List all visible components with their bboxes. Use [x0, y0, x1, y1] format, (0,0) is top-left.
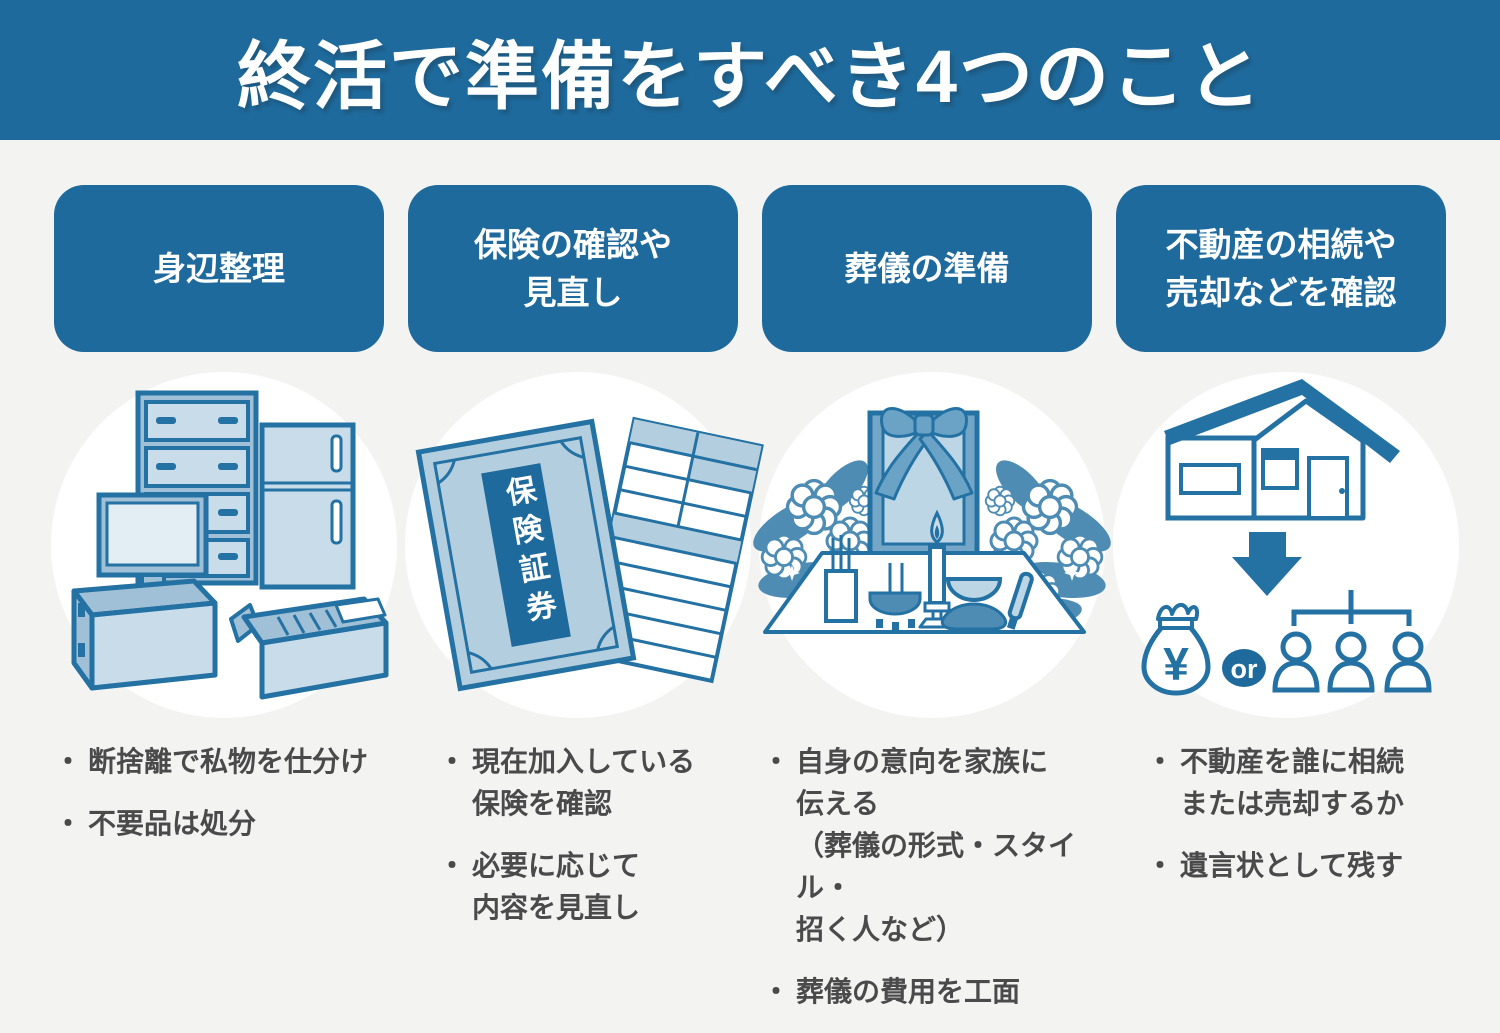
storage-box-icon [229, 596, 389, 700]
illustration-circle: ¥ or [1113, 370, 1459, 718]
bullet-item: ・ 自身の意向を家族に 伝える （葬儀の形式・スタイル・ 招く人など） [762, 741, 1092, 951]
down-arrow-icon [1232, 532, 1302, 596]
orin-bell-icon [940, 577, 1008, 631]
refrigerator-icon [259, 422, 356, 590]
funeral-illustration [753, 407, 1111, 634]
bullet-text: 遺言状として残す [1180, 850, 1404, 881]
cardboard-box-icon [71, 578, 218, 691]
bell-striker-icon [1006, 571, 1034, 630]
insurance-certificate-icon [415, 418, 637, 692]
bullet-text: 不要品は処分 [88, 808, 257, 839]
bullet-item: ・ 葬儀の費用を工面 [762, 971, 1092, 1013]
column-header-label: 保険の確認や 見直し [474, 225, 672, 311]
column-header: 葬儀の準備 [762, 185, 1092, 352]
column-header: 不動産の相続や 売却などを確認 [1116, 185, 1446, 352]
bullet-dot: ・ [1146, 746, 1175, 777]
bullet-text: 不動産を誰に相続 または売却するか [1180, 746, 1405, 819]
bullet-text: 断捨離で私物を仕分け [88, 746, 369, 777]
bullet-dot: ・ [762, 976, 791, 1007]
yen-symbol: ¥ [1163, 638, 1189, 690]
bullet-dot: ・ [438, 850, 467, 881]
bullet-text: 自身の意向を家族に 伝える （葬儀の形式・スタイル・ 招く人など） [796, 746, 1077, 945]
bullet-list: ・ 自身の意向を家族に 伝える （葬儀の形式・スタイル・ 招く人など） ・ 葬儀… [762, 741, 1092, 1013]
incense-icon [824, 535, 922, 631]
belongings-illustration [71, 390, 389, 700]
bullet-list: ・ 断捨離で私物を仕分け ・ 不要品は処分 [54, 741, 384, 845]
bullet-item: ・ 不要品は処分 [54, 803, 384, 845]
money-bag-icon: ¥ [1141, 602, 1211, 696]
illustration-circle: 保険証券 [405, 370, 764, 718]
house-icon [1164, 379, 1400, 521]
bullet-text: 必要に応じて 内容を見直し [472, 850, 641, 923]
column-header: 身辺整理 [54, 185, 384, 352]
columns-container: 身辺整理 [0, 140, 1500, 1033]
bullet-item: ・ 断捨離で私物を仕分け [54, 741, 384, 783]
real-estate-illustration: ¥ or [1141, 379, 1432, 696]
monitor-icon [96, 492, 209, 596]
bullet-dot: ・ [762, 746, 791, 777]
page-title: 終活で準備をすべき4つのこと [237, 34, 1263, 118]
bullet-list: ・ 不動産を誰に相続 または売却するか ・ 遺言状として残す [1116, 741, 1446, 887]
bullet-item: ・ 遺言状として残す [1146, 845, 1446, 887]
bullet-item: ・ 現在加入している 保険を確認 [438, 741, 738, 825]
column-insurance: 保険の確認や 見直し [405, 185, 764, 1033]
column-header-label: 身辺整理 [153, 249, 285, 287]
illustration-circle [51, 370, 397, 718]
or-label: or [1231, 654, 1258, 684]
bullet-text: 現在加入している 保険を確認 [472, 746, 696, 819]
bullet-item: ・ 不動産を誰に相続 または売却するか [1146, 741, 1446, 825]
insurance-illustration [415, 416, 764, 692]
bullet-item: ・ 必要に応じて 内容を見直し [438, 845, 738, 929]
column-header: 保険の確認や 見直し [408, 185, 738, 352]
illustration-circle [753, 370, 1111, 718]
column-funeral: 葬儀の準備 [753, 185, 1111, 1033]
title-banner: 終活で準備をすべき4つのこと [0, 0, 1500, 140]
policy-document-icon [582, 416, 764, 684]
heirs-icon [1272, 631, 1432, 693]
bullet-text: 葬儀の費用を工面 [796, 976, 1021, 1007]
family-bracket-icon [1291, 590, 1412, 626]
column-header-label: 葬儀の準備 [844, 249, 1010, 287]
bullet-dot: ・ [1146, 850, 1175, 881]
bullet-dot: ・ [438, 746, 467, 777]
or-badge: or [1222, 649, 1266, 687]
column-header-label: 不動産の相続や 売却などを確認 [1165, 225, 1397, 311]
bullet-dot: ・ [54, 808, 83, 839]
ribbon-bow-icon [874, 407, 974, 501]
column-belongings: 身辺整理 [51, 185, 397, 1033]
bullet-dot: ・ [54, 746, 83, 777]
bullet-list: ・ 現在加入している 保険を確認 ・ 必要に応じて 内容を見直し [408, 741, 738, 929]
column-real-estate: 不動産の相続や 売却などを確認 [1113, 185, 1459, 1033]
